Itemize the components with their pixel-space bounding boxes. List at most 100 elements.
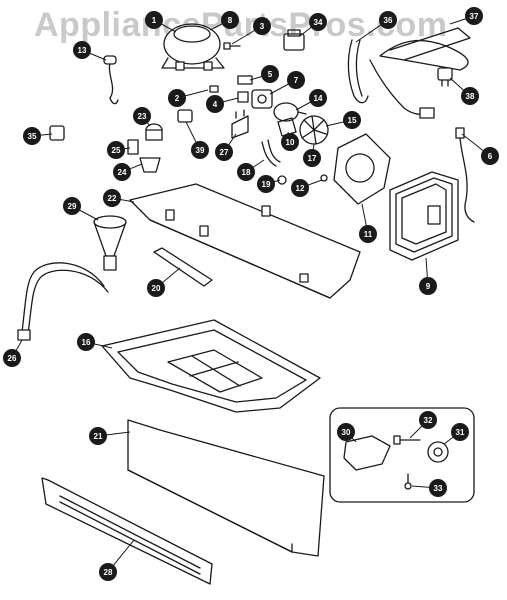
part-mount-bracket (139, 157, 161, 173)
callout-marker (63, 197, 81, 215)
callout-17: 17 (303, 149, 321, 167)
callout-number: 2 (175, 94, 180, 103)
callout-23: 23 (133, 107, 151, 125)
callout-9: 9 (419, 277, 437, 295)
callout-19: 19 (257, 175, 275, 193)
part-fan-motor (273, 102, 307, 122)
callout-number: 33 (434, 484, 443, 493)
callout-4: 4 (206, 95, 224, 113)
callout-27: 27 (215, 143, 233, 161)
callout-marker (461, 87, 479, 105)
callout-marker (191, 141, 209, 159)
callout-marker (465, 7, 483, 25)
callout-marker (107, 141, 125, 159)
callout-11: 11 (359, 225, 377, 243)
callout-22: 22 (103, 189, 121, 207)
callout-marker (73, 41, 91, 59)
callout-number: 27 (220, 148, 229, 157)
callout-38: 38 (461, 87, 479, 105)
callout-marker (287, 71, 305, 89)
part-shroud (277, 117, 297, 137)
callout-number: 6 (488, 152, 493, 161)
callout-18: 18 (237, 163, 255, 181)
callout-marker (419, 411, 437, 429)
callout-number: 11 (364, 230, 373, 239)
callout-marker (309, 89, 327, 107)
watermark: AppliancePartsPros.com (34, 6, 448, 44)
callout-number: 14 (314, 94, 323, 103)
callout-12: 12 (291, 179, 309, 197)
callout-14: 14 (309, 89, 327, 107)
callout-number: 39 (196, 146, 205, 155)
callout-number: 16 (82, 338, 91, 347)
callout-number: 17 (308, 154, 317, 163)
callout-number: 18 (242, 168, 251, 177)
callout-number: 8 (228, 16, 233, 25)
callout-24: 24 (113, 163, 131, 181)
callout-marker (168, 89, 186, 107)
callout-number: 38 (466, 92, 475, 101)
callout-marker (133, 107, 151, 125)
callout-number: 3 (260, 22, 265, 31)
part-compressor (161, 23, 225, 71)
part-nut (277, 175, 287, 185)
part-start-relay (283, 29, 305, 51)
part-condenser-coil (389, 171, 459, 261)
part-clip-b (237, 75, 253, 103)
callout-number: 34 (314, 18, 323, 27)
callout-layer: 1234567891011121314151617181920212223242… (3, 7, 499, 581)
callout-marker (89, 427, 107, 445)
callout-marker (261, 65, 279, 83)
callout-marker (257, 175, 275, 193)
callout-2: 2 (168, 89, 186, 107)
part-power-cord (455, 127, 475, 223)
callout-number: 13 (78, 46, 87, 55)
callout-marker (237, 163, 255, 181)
callout-marker (379, 11, 397, 29)
callout-number: 1 (152, 16, 157, 25)
callout-number: 28 (104, 568, 113, 577)
callout-number: 10 (286, 138, 295, 147)
part-access-panel (127, 419, 325, 557)
callout-marker (253, 17, 271, 35)
part-condenser-shroud (333, 133, 391, 205)
callout-marker (291, 179, 309, 197)
callout-number: 12 (296, 184, 305, 193)
callout-20: 20 (147, 279, 165, 297)
callout-marker (145, 11, 163, 29)
callout-number: 4 (213, 100, 218, 109)
callout-3: 3 (253, 17, 271, 35)
callout-21: 21 (89, 427, 107, 445)
callout-marker (309, 13, 327, 31)
callout-number: 21 (94, 432, 103, 441)
callout-number: 31 (456, 428, 465, 437)
part-capillary-tube (103, 55, 119, 105)
callout-29: 29 (63, 197, 81, 215)
callout-number: 24 (118, 168, 127, 177)
callout-marker (23, 127, 41, 145)
callout-marker (99, 563, 117, 581)
part-clip-a (209, 85, 219, 93)
part-wire-clip (49, 125, 65, 141)
callout-number: 5 (268, 70, 273, 79)
part-insulator (177, 109, 193, 123)
callout-28: 28 (99, 563, 117, 581)
callout-marker (221, 11, 239, 29)
part-strap (261, 139, 281, 167)
callout-marker (206, 95, 224, 113)
callout-marker (419, 277, 437, 295)
callout-5: 5 (261, 65, 279, 83)
callout-number: 19 (262, 180, 271, 189)
part-fan-blade (299, 115, 329, 145)
part-screw (320, 174, 328, 182)
callout-number: 9 (426, 282, 431, 291)
callout-34: 34 (309, 13, 327, 31)
callout-marker (337, 423, 355, 441)
callout-marker (429, 479, 447, 497)
callout-marker (481, 147, 499, 165)
callout-number: 23 (138, 112, 147, 121)
callout-10: 10 (281, 133, 299, 151)
part-drain-tube (17, 262, 109, 341)
part-clip-c (127, 139, 139, 155)
